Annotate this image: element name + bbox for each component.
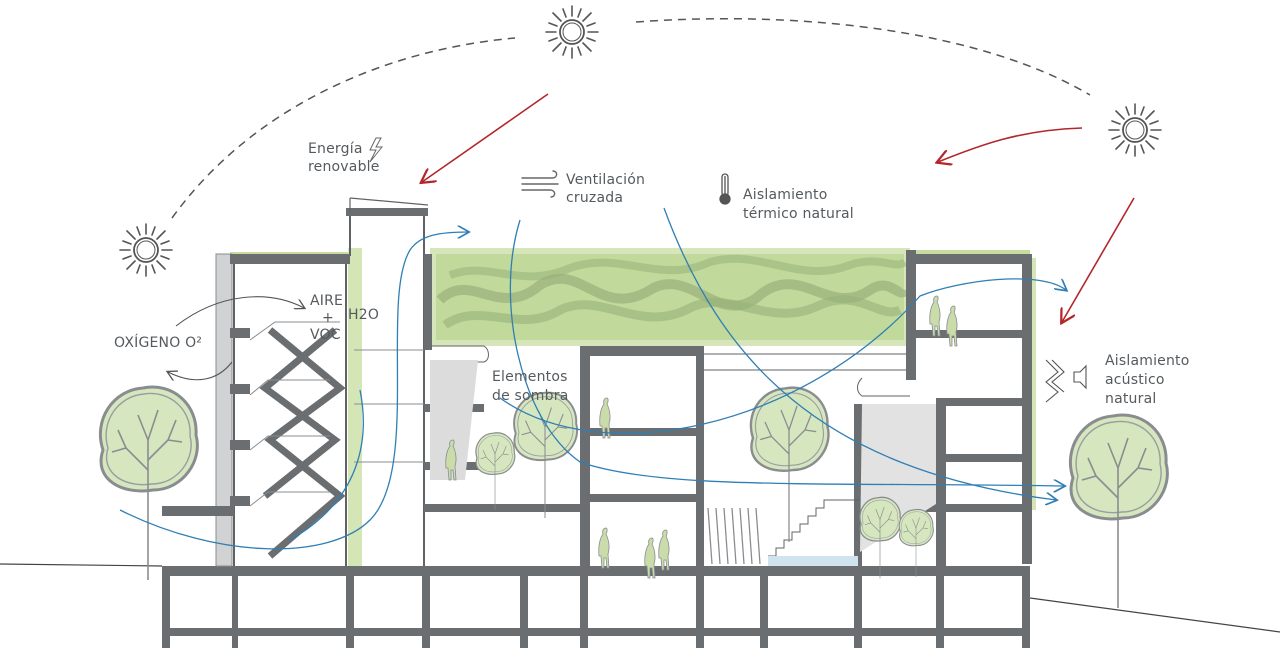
label-oxigeno: OXÍGENO O² — [114, 335, 203, 351]
label-aire: AIRE — [310, 293, 344, 309]
lightning-icon — [369, 137, 384, 163]
building-structure — [162, 197, 1032, 648]
sun-path — [635, 17, 1091, 96]
label-renovable: renovable — [308, 159, 380, 175]
solar-radiation-arrows — [422, 93, 1135, 322]
label-cruzada: cruzada — [566, 190, 624, 206]
tree — [475, 432, 516, 511]
sun-icon — [1108, 103, 1162, 157]
label-ventilacion: Ventilación — [566, 172, 646, 188]
sun-icon — [119, 223, 173, 277]
label-elementos: Elementos — [492, 369, 568, 385]
sun-path — [171, 37, 516, 219]
label-aislamiento-termico: Aislamiento — [743, 187, 828, 203]
label-h2o: H2O — [348, 307, 380, 323]
sound-icon — [1045, 359, 1087, 403]
label-voc: VOC — [310, 327, 341, 343]
sun-icon — [545, 5, 599, 59]
tree — [1068, 413, 1169, 610]
label-aislamiento-acustico: Aislamiento — [1105, 353, 1190, 369]
thermometer-icon — [719, 173, 731, 205]
ground-line — [0, 563, 1280, 633]
air-flow-arrows — [119, 207, 1066, 550]
label-natural: natural — [1105, 391, 1157, 407]
label-plus: + — [322, 310, 334, 326]
label-acustico: acústico — [1105, 372, 1165, 388]
label-energia: Energía — [308, 141, 363, 157]
wind-icon — [521, 170, 559, 198]
label-de-sombra: de sombra — [492, 388, 569, 404]
label-termico-natural: térmico natural — [743, 206, 854, 222]
tree — [749, 386, 830, 544]
tree — [98, 385, 199, 582]
oxygen-arrows — [168, 296, 304, 380]
